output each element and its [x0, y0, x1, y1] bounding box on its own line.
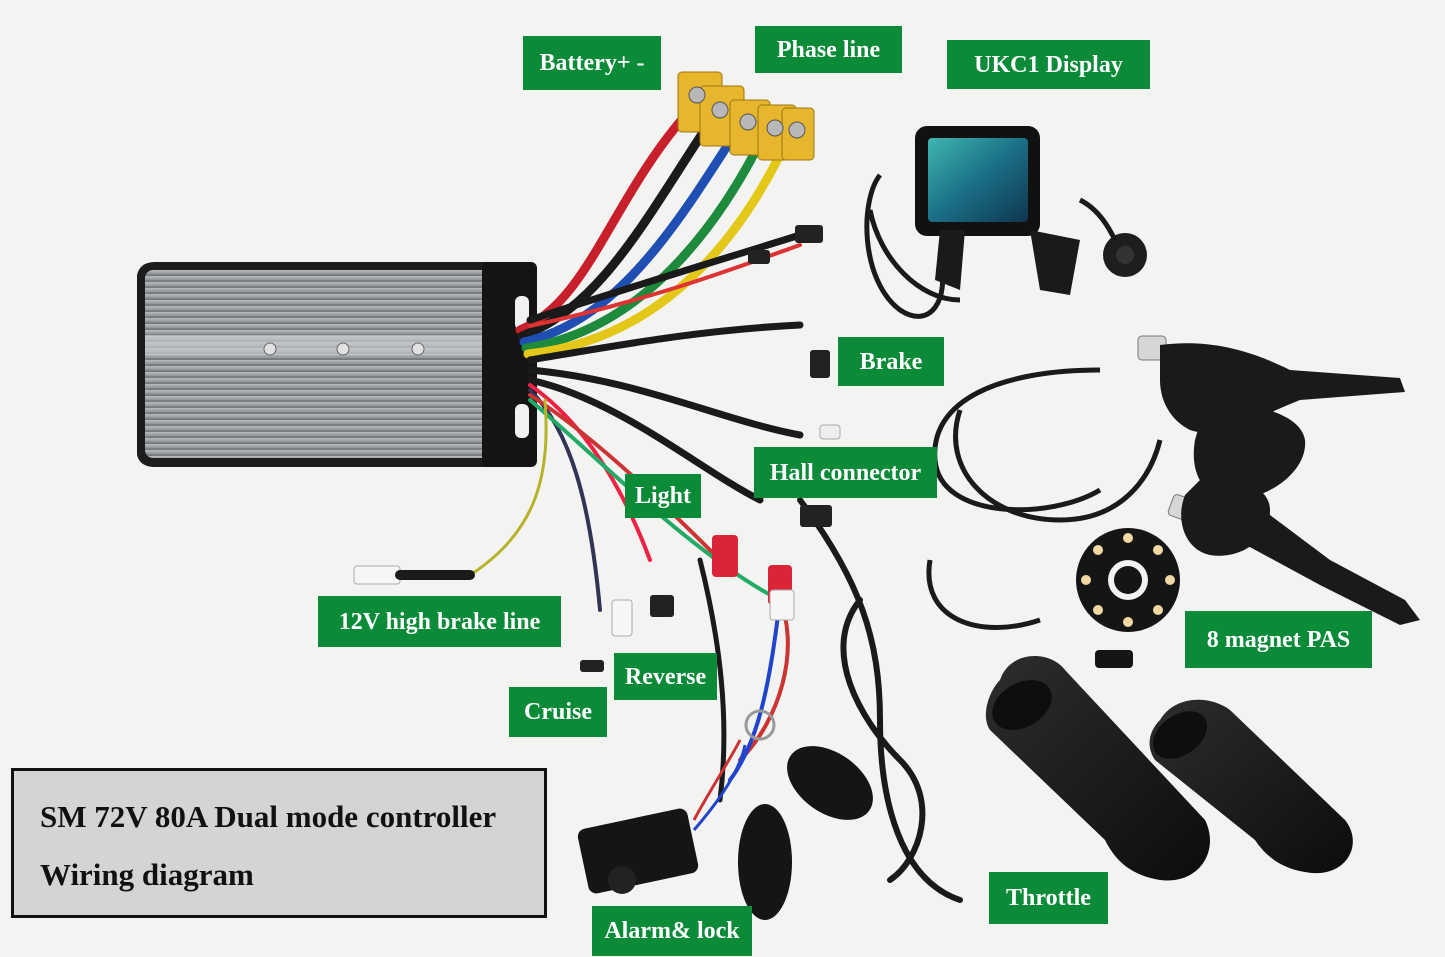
alarm-lock-label: Alarm& lock: [592, 906, 752, 956]
throttle-label: Throttle: [989, 872, 1108, 924]
hall-connector-label: Hall connector: [754, 447, 937, 498]
brake-label: Brake: [838, 337, 944, 386]
signal-wires: [468, 231, 963, 903]
wire-connectors: [353, 225, 841, 672]
display-label: UKC1 Display: [947, 40, 1150, 89]
pas-sensor: [1076, 528, 1180, 668]
battery-label: Battery+ -: [523, 36, 661, 90]
diagram-subtitle: Wiring diagram: [40, 857, 254, 892]
high-brake-label: 12V high brake line: [318, 596, 561, 647]
pas-label: 8 magnet PAS: [1185, 611, 1372, 668]
cruise-label: Cruise: [509, 687, 607, 737]
reverse-label: Reverse: [614, 653, 717, 700]
alarm-kit: [577, 709, 873, 920]
controller-housing: [137, 262, 537, 467]
title-box: SM 72V 80A Dual mode controller Wiring d…: [11, 768, 547, 918]
brake-levers: [926, 335, 1420, 630]
diagram-title: SM 72V 80A Dual mode controller: [40, 799, 497, 834]
throttle-grips: [985, 656, 1353, 881]
light-label: Light: [625, 474, 701, 518]
phase-line-label: Phase line: [755, 26, 902, 73]
terminal-block: [677, 71, 815, 161]
display-unit: [864, 126, 1147, 319]
